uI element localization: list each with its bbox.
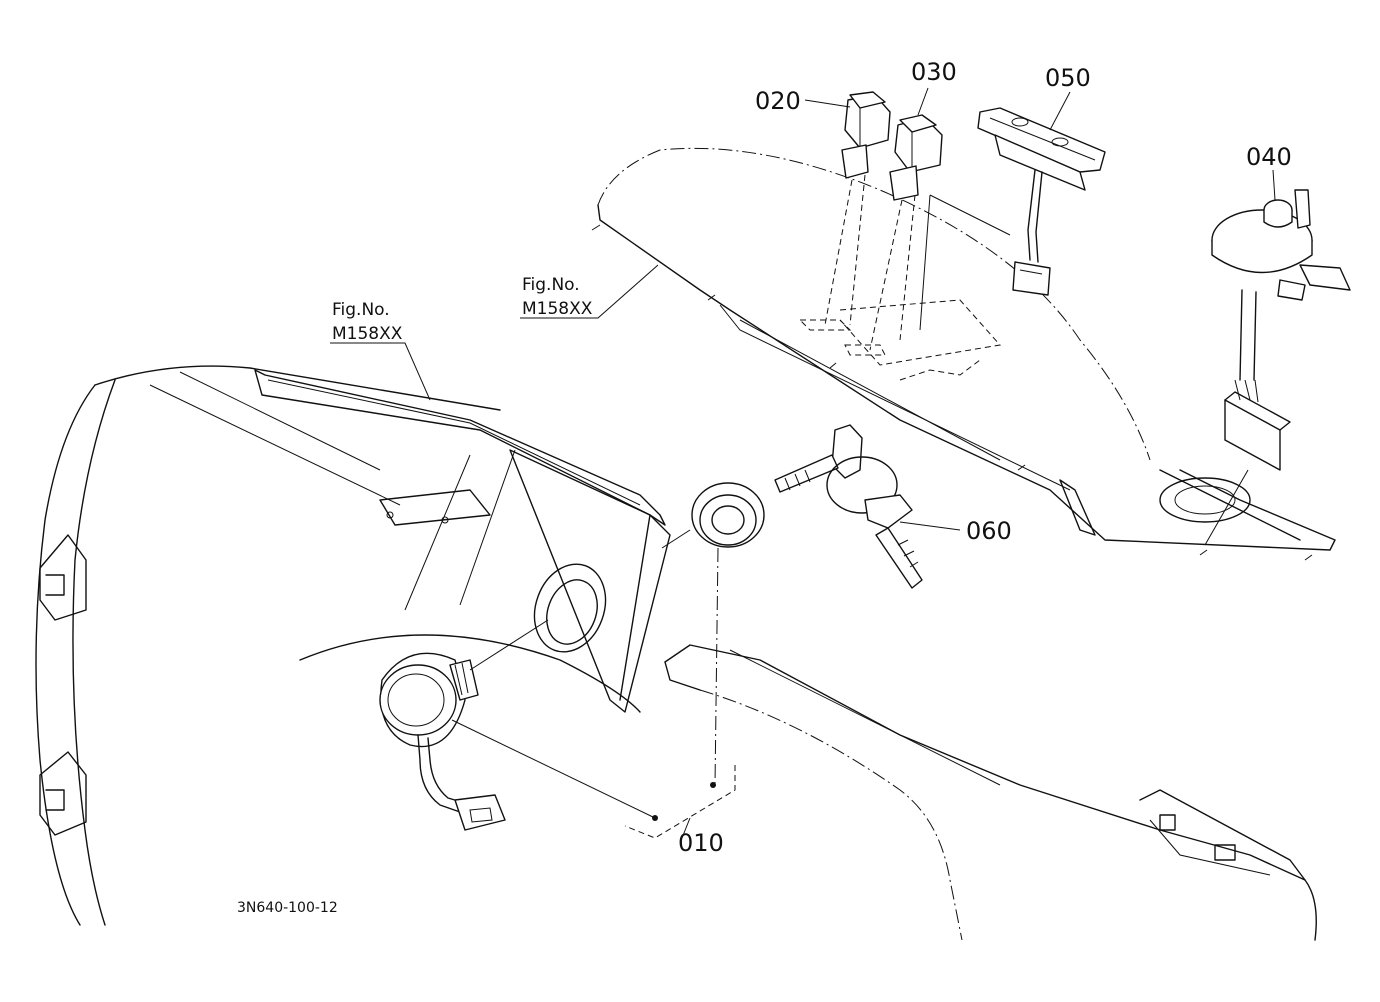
panel-gasket [254,369,666,526]
fig-ref-upper-line1: Fig.No. [522,275,580,295]
callout-060: 060 [966,517,1012,545]
fig-ref-upper-line2: M158XX [522,299,593,319]
callout-030: 030 [911,58,957,86]
switch-plate [404,449,671,713]
callout-labels: 020 030 050 040 060 010 Fig.No. M158XX F… [237,58,1292,916]
fig-ref-left-line2: M158XX [332,324,403,344]
fig-ref-left-line1: Fig.No. [332,300,390,320]
callout-050: 050 [1045,64,1091,92]
part-020-switch [824,91,891,326]
part-030-switch [869,114,943,351]
callout-020: 020 [755,87,801,115]
left-panel-housing [35,365,641,926]
part-040-key-switch [1204,189,1351,546]
lower-right-panel [664,644,1317,941]
leader-lines [330,87,1276,839]
part-010-light-switch [379,482,765,839]
part-060-keys [774,424,923,589]
callout-010: 010 [678,829,724,857]
part-050-lamp [919,107,1106,331]
drawing-code: 3N640-100-12 [237,900,338,916]
callout-040: 040 [1246,143,1292,171]
upper-cover-panel [591,147,1336,561]
